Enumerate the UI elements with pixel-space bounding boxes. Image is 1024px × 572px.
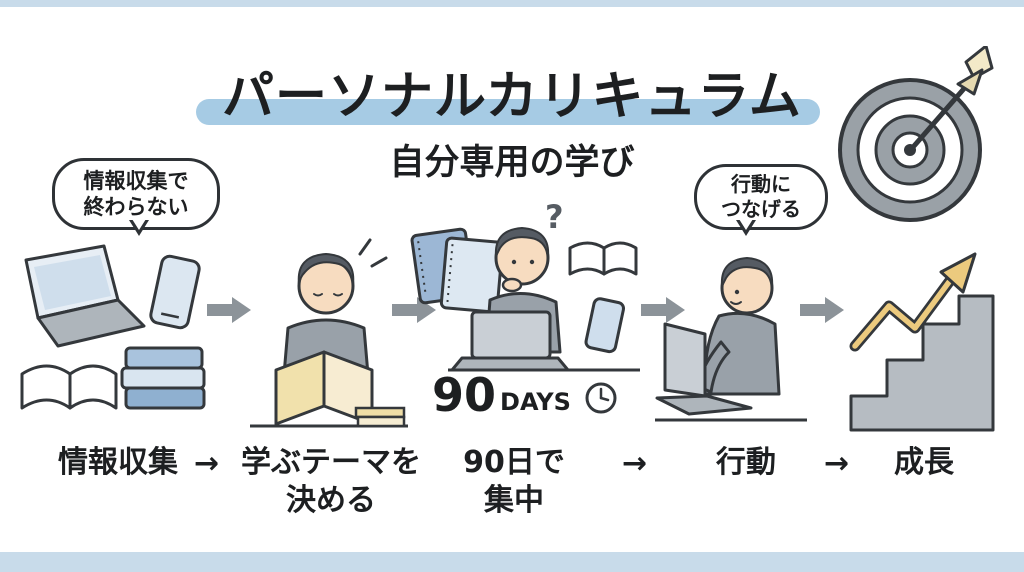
person-typing-at-laptop-icon	[655, 246, 807, 428]
smartphone-icon	[149, 254, 201, 330]
laptop-phone-books-icon	[14, 240, 214, 432]
laptop-icon	[450, 310, 570, 372]
notebook-icon	[439, 236, 504, 314]
flow-arrow-glyph: →	[622, 446, 648, 481]
question-mark: ?	[545, 198, 564, 236]
open-book-icon	[568, 241, 638, 276]
flow-label-4: 行動	[716, 445, 776, 480]
clock-icon	[583, 380, 619, 416]
yellow-open-book-icon	[274, 350, 374, 426]
speech-bubble-action: 行動に つなげる	[694, 164, 828, 230]
speech-bubble-info-text: 情報収集で 終わらない	[83, 168, 189, 219]
laptop-icon	[655, 322, 753, 416]
duration-unit: DAYS	[500, 388, 571, 416]
duration-number: 90	[432, 368, 497, 422]
page-subtitle: 自分専用の学び	[389, 143, 635, 183]
laptop-icon	[24, 244, 146, 348]
dart-icon	[911, 46, 994, 149]
bottom-border-band	[0, 552, 1024, 572]
flow-label-3: 90日で 集中	[463, 445, 565, 518]
top-border-band	[0, 0, 1024, 7]
right-block-arrow-icon	[641, 296, 685, 324]
flow-label-1: 情報収集	[58, 445, 178, 480]
person-thinking-at-laptop-icon	[408, 212, 640, 374]
stairs-with-rising-arrow-icon	[845, 246, 995, 432]
dartboard-with-dart-icon	[836, 46, 1000, 238]
smartphone-icon	[584, 297, 626, 354]
page-title: パーソナルカリキュラム	[222, 67, 802, 127]
flow-label-2: 学ぶテーマを 決める	[241, 445, 421, 518]
book-stack-icon	[120, 346, 206, 410]
flow-arrow-glyph: →	[824, 446, 850, 481]
right-block-arrow-icon	[207, 296, 251, 324]
flow-label-5: 成長	[894, 445, 954, 480]
zigzag-up-arrow-icon	[849, 252, 977, 352]
flow-arrow-glyph: →	[194, 446, 220, 481]
speech-bubble-action-text: 行動に つなげる	[721, 172, 801, 221]
title-highlight-bar	[196, 99, 820, 125]
person-reading-book-icon	[250, 230, 408, 434]
duration-note: 90 DAYS	[432, 372, 619, 418]
speech-bubble-info: 情報収集で 終わらない	[52, 158, 220, 230]
right-block-arrow-icon	[800, 296, 844, 324]
open-book-icon	[20, 364, 118, 410]
